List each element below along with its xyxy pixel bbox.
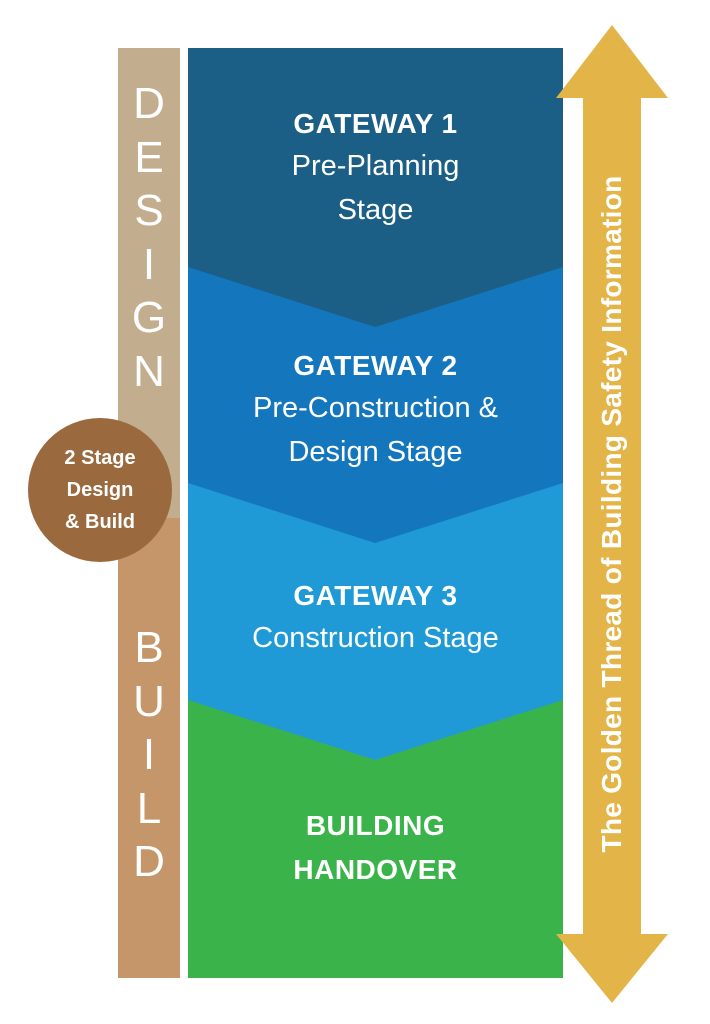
design-letter: D bbox=[133, 79, 165, 128]
gateway-description: Construction Stage bbox=[252, 622, 499, 654]
build-letter: I bbox=[142, 730, 156, 779]
design-letter: G bbox=[131, 293, 167, 343]
build-letter: U bbox=[133, 676, 165, 726]
gateway-description: Pre-Planning bbox=[291, 150, 460, 182]
design-letter: E bbox=[134, 132, 164, 182]
stage-band-gateway-3 bbox=[188, 483, 563, 760]
build-letter: D bbox=[133, 837, 165, 886]
gateway-2-label: GATEWAY 2 Pre-Construction & Design Stag… bbox=[188, 346, 563, 474]
gateway-description: Design Stage bbox=[288, 436, 463, 468]
gateway-description: Stage bbox=[337, 194, 414, 226]
design-letters: D E S I G N bbox=[118, 78, 180, 398]
build-letter: B bbox=[134, 623, 164, 672]
stage-band-building-handover bbox=[188, 700, 563, 978]
gateway-1-label: GATEWAY 1 Pre-Planning Stage bbox=[188, 104, 563, 232]
design-letter: N bbox=[133, 346, 165, 396]
gateway-3-label: GATEWAY 3 Construction Stage bbox=[188, 576, 563, 660]
double-arrow bbox=[556, 25, 668, 1003]
two-stage-badge: 2 Stage Design & Build bbox=[28, 418, 172, 562]
build-bar bbox=[118, 518, 180, 978]
stage-band-gateway-2 bbox=[188, 267, 563, 543]
build-letter: L bbox=[136, 783, 162, 833]
gateway-heading: GATEWAY 1 bbox=[293, 108, 458, 139]
gateway-heading: GATEWAY 2 bbox=[293, 350, 458, 381]
badge-line: Design bbox=[66, 479, 134, 501]
gateway-heading: GATEWAY 3 bbox=[293, 580, 458, 611]
building-handover-label: BUILDING HANDOVER bbox=[188, 804, 563, 892]
badge-line: 2 Stage bbox=[64, 447, 136, 469]
design-letter: I bbox=[142, 239, 156, 289]
gateway-description: Pre-Construction & bbox=[253, 392, 498, 424]
handover-line: BUILDING bbox=[305, 810, 446, 841]
golden-thread-label: The Golden Thread of Building Safety Inf… bbox=[596, 175, 627, 853]
build-letters: B U I L D bbox=[118, 622, 180, 888]
badge-line: & Build bbox=[65, 511, 135, 533]
stage-band-gateway-1 bbox=[188, 48, 563, 327]
handover-line: HANDOVER bbox=[293, 854, 458, 885]
design-letter: S bbox=[134, 186, 164, 236]
